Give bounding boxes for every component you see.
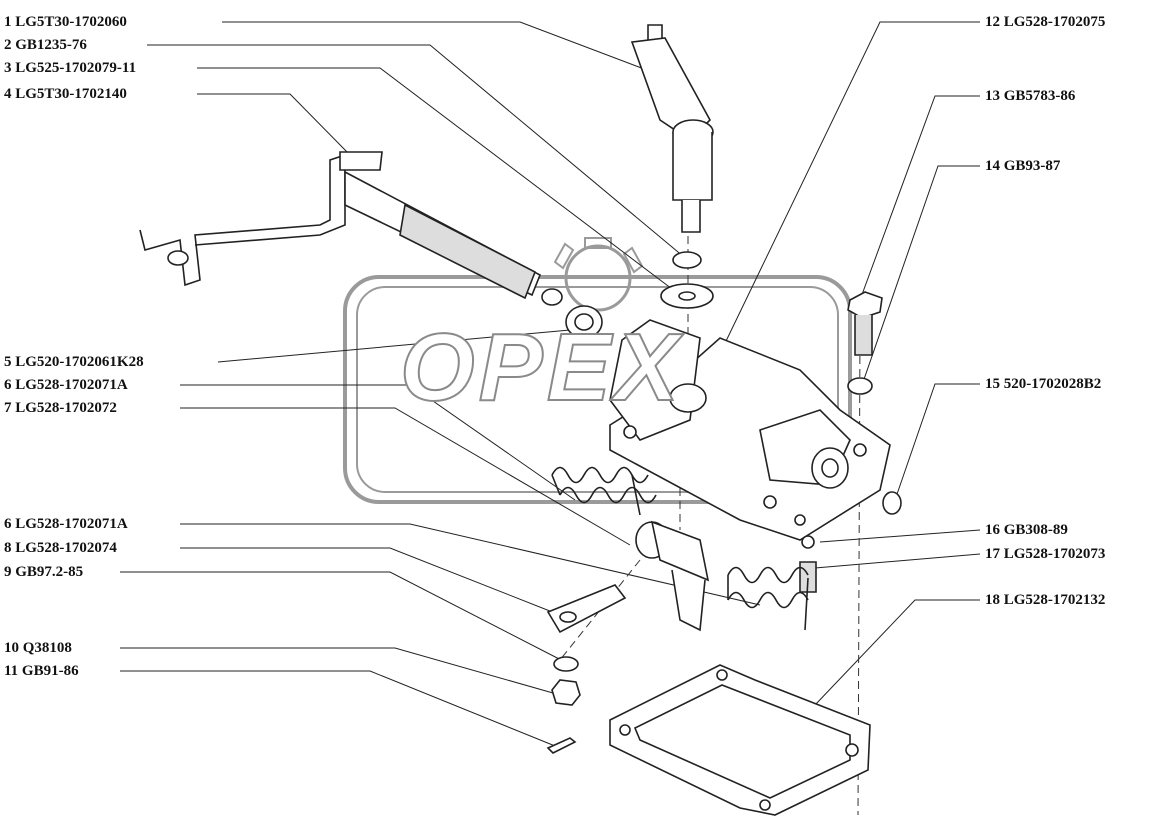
- part-seal-ring: [565, 305, 603, 339]
- part-label: 2 GB1235-76: [4, 37, 87, 53]
- part-spring-upper: [551, 466, 657, 516]
- part-gasket: [609, 664, 871, 816]
- part-shift-housing: [609, 319, 891, 541]
- part-ball: [801, 535, 815, 549]
- part-circlip: [672, 251, 702, 269]
- part-label: 6 LG528-1702071A: [4, 516, 128, 532]
- part-lock-washer: [847, 377, 873, 395]
- part-plug: [882, 491, 902, 515]
- part-label: 18 LG528-1702132: [985, 592, 1106, 608]
- part-label: 4 LG5T30-1702140: [4, 86, 127, 102]
- part-label: 9 GB97.2-85: [4, 564, 84, 580]
- part-label: 14 GB93-87: [985, 158, 1061, 174]
- part-label: 12 LG528-1702075: [985, 14, 1106, 30]
- part-shift-lever: [630, 24, 714, 233]
- part-label: 17 LG528-1702073: [985, 546, 1106, 562]
- part-flat-washer: [553, 656, 579, 672]
- part-spring-lower: [727, 566, 809, 631]
- part-label: 16 GB308-89: [985, 522, 1068, 538]
- part-castle-nut: [551, 679, 581, 706]
- part-label: 13 GB5783-86: [985, 88, 1076, 104]
- part-label: 3 LG525-1702079-11: [4, 60, 137, 76]
- part-washer: [660, 283, 714, 309]
- part-label: 15 520-1702028B2: [985, 376, 1102, 392]
- part-label: 1 LG5T30-1702060: [4, 14, 127, 30]
- part-label: 10 Q38108: [4, 640, 72, 656]
- watermark-text: OPEX: [399, 314, 683, 421]
- part-cotter-pin: [546, 737, 577, 754]
- part-label: 5 LG520-1702061K28: [4, 354, 144, 370]
- leader-lines: [120, 21, 981, 749]
- part-label: 11 GB91-86: [4, 663, 79, 679]
- part-shift-finger: [635, 520, 710, 632]
- part-label: 7 LG528-1702072: [4, 400, 117, 416]
- part-shift-shaft: [139, 151, 563, 306]
- part-bolt: [847, 291, 883, 356]
- part-label: 6 LG528-1702071A: [4, 377, 128, 393]
- part-label: 8 LG528-1702074: [4, 540, 117, 556]
- part-lever-arm: [546, 584, 627, 634]
